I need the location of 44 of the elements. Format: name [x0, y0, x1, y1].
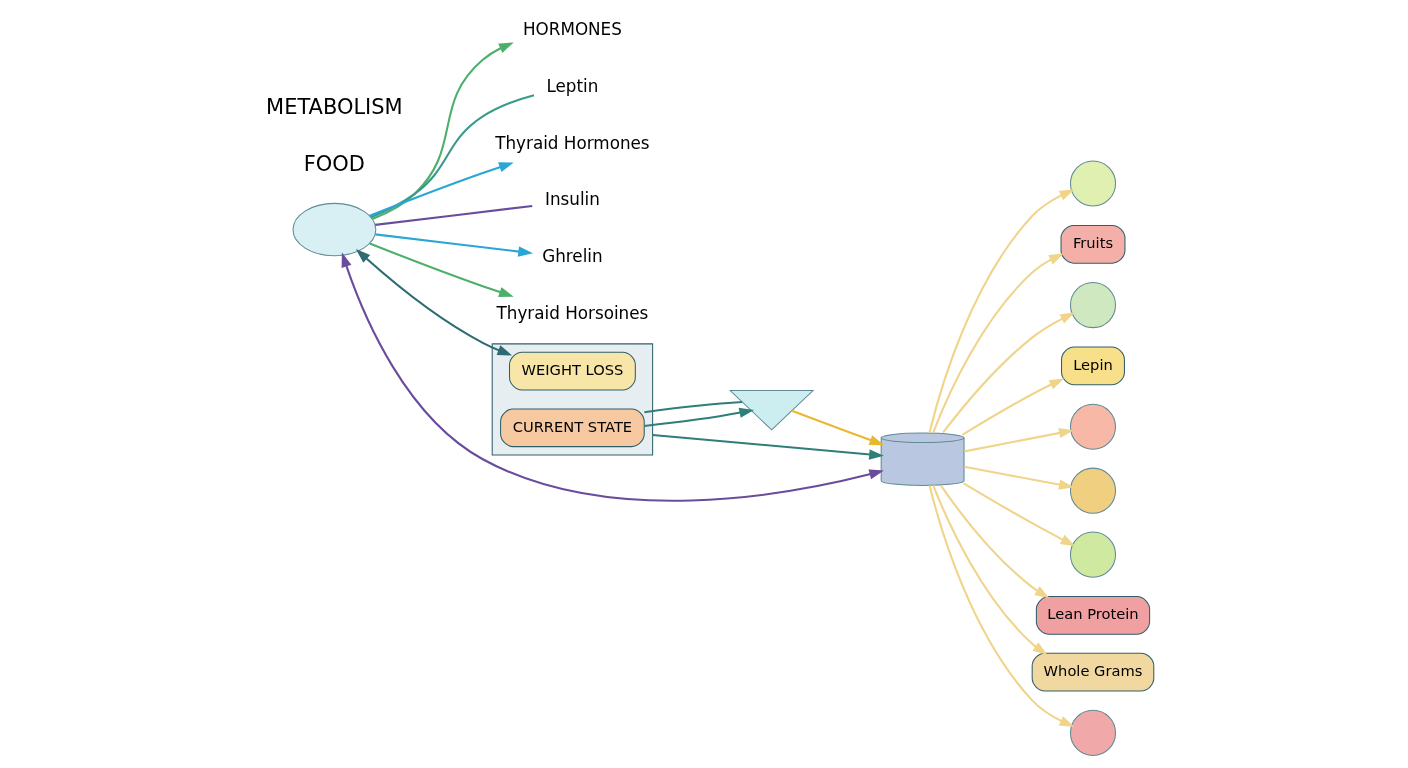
node-circle — [1069, 160, 1117, 207]
arrow — [963, 482, 1076, 547]
node-text: HORMONES — [522, 19, 622, 40]
node-circle — [1069, 282, 1117, 329]
arrow — [372, 42, 514, 220]
arrow — [652, 433, 884, 460]
connector — [644, 400, 743, 414]
node-circle — [1069, 531, 1117, 578]
node-box: Fruits — [1060, 224, 1126, 264]
arrow — [341, 252, 884, 502]
node-text: Thyraid Hormones — [495, 132, 650, 153]
node-circle — [1069, 709, 1117, 756]
node-box: Lean Protein — [1035, 596, 1151, 635]
node-triangle — [728, 390, 815, 431]
arrow — [928, 485, 1075, 727]
arrow — [961, 378, 1065, 436]
arrow — [932, 485, 1048, 655]
arrow — [964, 428, 1074, 453]
label: METABOLISM — [266, 95, 403, 120]
node-text: Thyraid Horsoines — [496, 302, 649, 323]
label: FOOD — [303, 151, 365, 176]
node-box: WEIGHT LOSS — [508, 351, 636, 391]
arrow — [942, 312, 1075, 434]
connector — [370, 94, 535, 219]
node-box: Whole Grams — [1031, 652, 1155, 692]
node-box: CURRENT STATE — [500, 408, 645, 448]
node-cloud — [292, 202, 377, 257]
node-text: Insulin — [544, 189, 600, 210]
arrow — [932, 253, 1064, 434]
node-circle — [1069, 403, 1117, 450]
arrow — [644, 407, 755, 427]
arrow — [964, 465, 1074, 490]
arrow — [369, 162, 514, 217]
arrow — [928, 189, 1075, 433]
node-box: Lepin — [1061, 346, 1125, 386]
arrow — [375, 233, 534, 257]
node-text: Leptin — [546, 76, 599, 97]
connector — [375, 204, 533, 226]
arrow — [355, 249, 513, 356]
node-text: Ghrelin — [542, 245, 603, 266]
arrow — [940, 485, 1050, 599]
node-circle — [1069, 467, 1117, 514]
arrow — [369, 242, 514, 297]
arrow — [791, 409, 885, 446]
